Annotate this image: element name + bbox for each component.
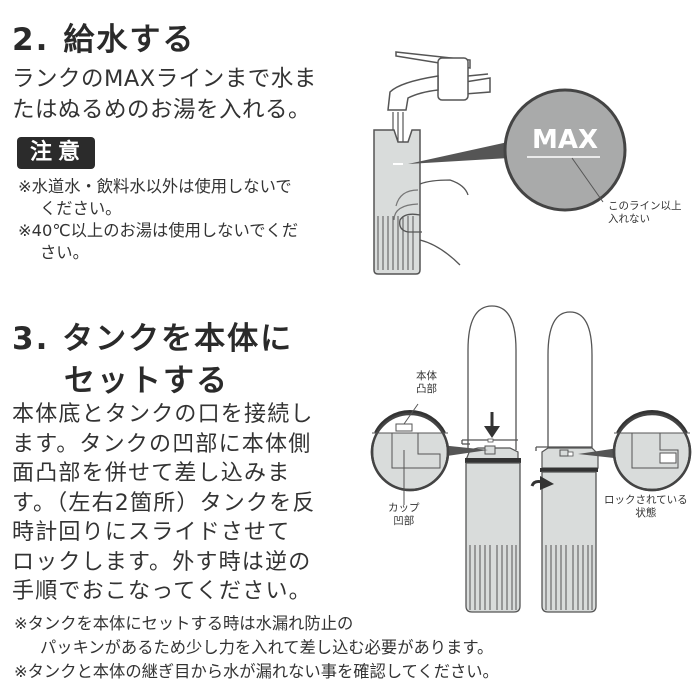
callout-line: 本体 [416, 370, 437, 382]
faucet-filling-illustration: MAX [373, 51, 627, 275]
footnote-line: パッキンがあるため少し力を入れて差し込む必要があります。 [40, 638, 494, 657]
caution-notes: ※水道水・飲料水以外は使用しないで ください。 ※40℃以上のお湯は使用しないで… [18, 176, 298, 264]
note-line: さい。 [40, 243, 89, 262]
max-callout: このライン以上 入れない [608, 200, 682, 226]
section-2-title: 給水する [63, 22, 196, 58]
hand-icon [399, 179, 469, 266]
magnifier-circle [503, 88, 627, 212]
callout-line: ロックされている [604, 494, 688, 506]
section-3-body: 本体底とタンクの口を接続し ます。タンクの凹部に本体側 面凸部を併せて差し込みま… [12, 400, 316, 607]
callout-cup-concave: カップ 凹部 [388, 502, 420, 528]
section-2-number: 2. [12, 22, 50, 58]
callout-line: 凸部 [416, 383, 437, 395]
section-2-heading: 2. 給水する [12, 14, 195, 59]
callout-body-convex: 本体 凸部 [416, 370, 437, 396]
note-line: ※水道水・飲料水以外は使用しないで [18, 177, 292, 196]
unit-locked [530, 311, 599, 613]
body-line: ロックします。外す時は逆の [12, 549, 312, 575]
section-3-number: 3. [12, 321, 50, 357]
body-line: す。（左右2箇所）タンクを反 [12, 490, 316, 516]
callout-line: 状態 [635, 507, 657, 519]
section-3-title-line2: セットする [64, 363, 229, 399]
callout-locked: ロックされている 状態 [604, 494, 688, 520]
section-2-lead: ランクのMAXラインまで水ま たはぬるめのお湯を入れる。 [12, 64, 317, 126]
lead-line: たはぬるめのお湯を入れる。 [12, 97, 312, 123]
tank-set-illustration [370, 305, 692, 613]
callout-line: 凹部 [393, 515, 415, 527]
body-line: 手順でおこなってください。 [12, 579, 312, 604]
caution-badge: 注意 [17, 137, 95, 169]
note-line: ※40℃以上のお湯は使用しないでくだ [18, 221, 299, 240]
callout-line: このライン以上 [608, 200, 682, 212]
callout-line: 入れない [608, 213, 650, 225]
unit-before-lock [461, 305, 521, 613]
body-line: 本体底とタンクの口を接続し [12, 402, 314, 427]
footnote-line: ※タンクと本体の継ぎ目から水が漏れない事を確認してください。 [14, 662, 499, 681]
footnotes: ※タンクを本体にセットする時は水漏れ防止の パッキンがあるため少し力を入れて差し… [14, 612, 499, 684]
body-line: 面凸部を併せて差し込みま [12, 461, 291, 486]
section-3-heading: 3. タンクを本体に セットする [12, 318, 293, 402]
body-line: 時計回りにスライドさせて [12, 520, 291, 545]
lead-line: ランクのMAXラインまで水ま [12, 66, 317, 92]
section-3-title-line1: タンクを本体に [62, 321, 294, 357]
max-label: MAX [532, 125, 598, 155]
note-line: ください。 [40, 199, 122, 218]
footnote-line: ※タンクを本体にセットする時は水漏れ防止の [14, 614, 354, 633]
callout-line: カップ [388, 502, 420, 514]
body-line: ます。タンクの凹部に本体側 [12, 431, 312, 457]
